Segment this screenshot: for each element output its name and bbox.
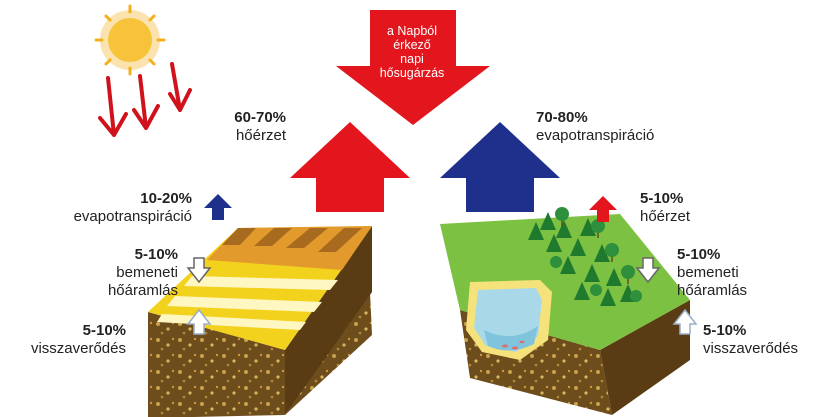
right-inflow-label: 5-10% bemeneti hőáramlás xyxy=(677,246,797,300)
tree-icon xyxy=(528,207,642,306)
left-reflect-label: 5-10% visszaverődés xyxy=(4,322,126,358)
right-evapo-label: 70-80% evapotranspiráció xyxy=(536,109,736,145)
right-sensible-heat-arrow xyxy=(589,196,617,222)
left-sensible-label: 60-70% hőérzet xyxy=(196,109,286,145)
right-reflect-label: 5-10% visszaverődés xyxy=(703,322,819,358)
solar-radiation-label: a Napból érkező napi hősugárzás xyxy=(362,24,462,80)
left-inflow-pct: 5-10% xyxy=(134,246,178,263)
left-inflow-label: 5-10% bemeneti hőáramlás xyxy=(60,246,178,300)
left-sensible-text: hőérzet xyxy=(235,127,286,144)
left-inflow-line-1: bemeneti xyxy=(116,264,178,281)
left-field xyxy=(148,226,372,417)
solar-line-2: érkező xyxy=(393,38,431,52)
solar-line-1: a Napból xyxy=(386,24,438,38)
right-sensible-text: hőérzet xyxy=(640,208,691,225)
right-reflect-text: visszaverődés xyxy=(703,340,799,357)
right-inflow-pct: 5-10% xyxy=(677,246,721,263)
left-reflect-text: visszaverődés xyxy=(30,340,126,357)
solar-line-3: napi xyxy=(400,52,424,66)
left-inflow-arrow xyxy=(186,257,212,284)
left-evapotranspiration-arrow xyxy=(204,194,232,220)
sunbeam-arrow-icon xyxy=(98,62,192,137)
right-sensible-label: 5-10% hőérzet xyxy=(640,190,740,226)
right-field xyxy=(440,214,690,415)
right-reflect-pct: 5-10% xyxy=(703,322,747,339)
right-inflow-line-2: hőáramlás xyxy=(677,282,748,299)
left-evapo-pct: 10-20% xyxy=(140,190,192,207)
solar-line-4: hősugárzás xyxy=(379,66,445,80)
right-sensible-pct: 5-10% xyxy=(640,190,684,207)
solar-radiation-arrow xyxy=(336,10,490,125)
left-evapo-text: evapotranspiráció xyxy=(73,208,192,225)
sun-icon xyxy=(94,4,166,76)
right-evapo-text: evapotranspiráció xyxy=(536,127,655,144)
left-sensible-pct: 60-70% xyxy=(234,109,286,126)
fish-icon xyxy=(502,340,525,350)
right-inflow-arrow xyxy=(635,257,661,284)
left-reflect-pct: 5-10% xyxy=(82,322,126,339)
right-evapo-pct: 70-80% xyxy=(536,109,588,126)
right-reflection-arrow xyxy=(672,308,698,335)
right-inflow-line-1: bemeneti xyxy=(677,264,739,281)
right-evapotranspiration-arrow xyxy=(440,122,560,212)
left-sensible-heat-arrow xyxy=(290,122,410,212)
left-reflection-arrow xyxy=(186,308,212,335)
left-inflow-line-2: hőáramlás xyxy=(107,282,178,299)
left-evapo-label: 10-20% evapotranspiráció xyxy=(20,190,192,226)
